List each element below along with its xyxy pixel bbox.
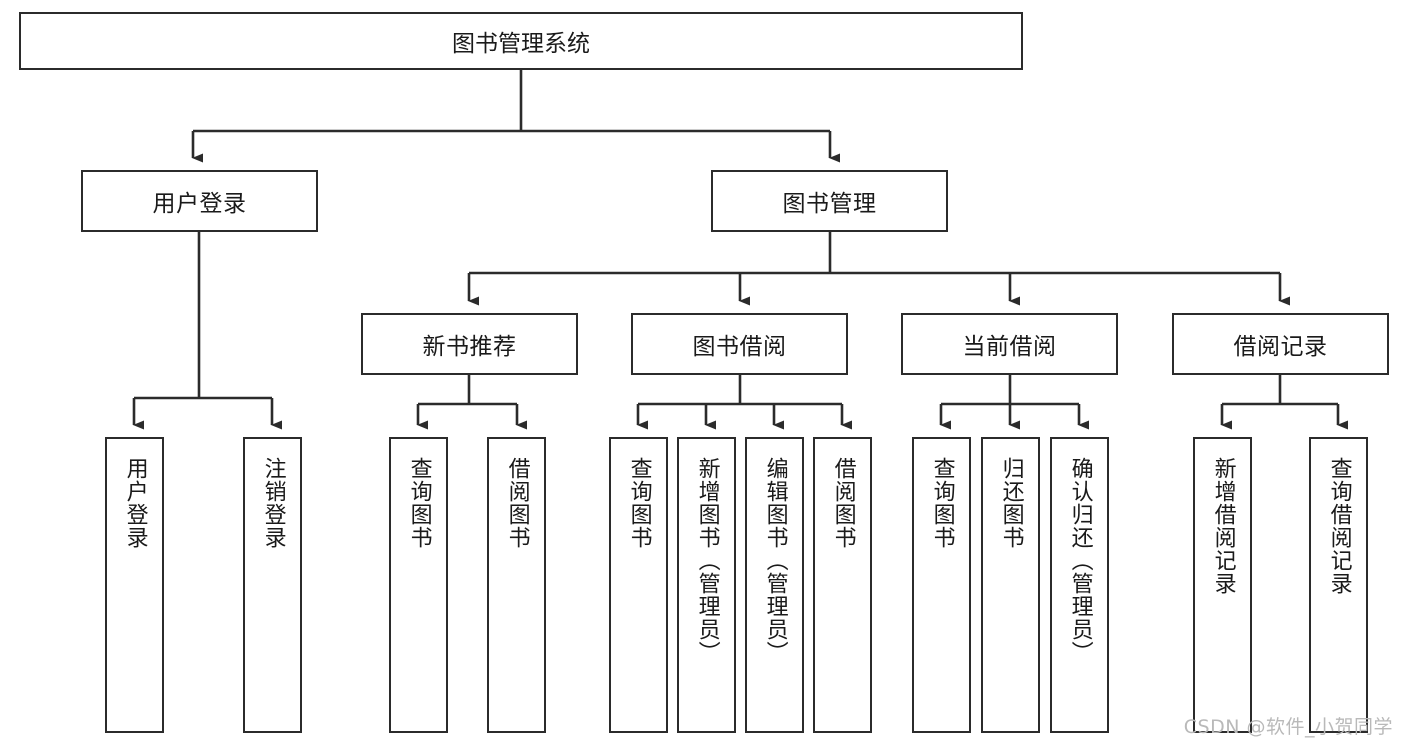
leaf-borrow-borrow-book[interactable]: 借阅图书 xyxy=(813,437,872,733)
node-user-login[interactable]: 用户登录 xyxy=(81,170,318,232)
node-borrow-records[interactable]: 借阅记录 xyxy=(1172,313,1389,375)
node-label: 归还图书 xyxy=(998,457,1024,549)
node-label: 借阅图书 xyxy=(830,457,856,549)
leaf-records-add-record[interactable]: 新增借阅记录 xyxy=(1193,437,1252,733)
node-label: 新书推荐 xyxy=(422,334,517,360)
node-label: 新增借阅记录 xyxy=(1210,457,1236,595)
node-label: 新增图书（管理员） xyxy=(694,457,720,664)
node-label: 确认归还（管理员） xyxy=(1067,457,1093,664)
node-label: 查询图书 xyxy=(406,457,432,549)
node-label: 查询借阅记录 xyxy=(1326,457,1352,595)
node-label: 图书管理系统 xyxy=(452,31,590,57)
leaf-borrow-edit-book-admin[interactable]: 编辑图书（管理员） xyxy=(745,437,804,733)
node-root-system[interactable]: 图书管理系统 xyxy=(19,12,1023,70)
watermark-text: CSDN @软件_小贺同学 xyxy=(1183,716,1393,738)
node-label: 查询图书 xyxy=(929,457,955,549)
node-label: 图书借阅 xyxy=(692,334,787,360)
node-label: 用户登录 xyxy=(152,191,247,217)
leaf-new-book-query[interactable]: 查询图书 xyxy=(389,437,448,733)
node-label: 借阅图书 xyxy=(504,457,530,549)
leaf-new-book-borrow[interactable]: 借阅图书 xyxy=(487,437,546,733)
node-label: 用户登录 xyxy=(122,457,148,549)
leaf-current-confirm-return-admin[interactable]: 确认归还（管理员） xyxy=(1050,437,1109,733)
node-book-borrow[interactable]: 图书借阅 xyxy=(631,313,848,375)
leaf-records-query-record[interactable]: 查询借阅记录 xyxy=(1309,437,1368,733)
leaf-user-login-logout[interactable]: 注销登录 xyxy=(243,437,302,733)
node-new-book-recommend[interactable]: 新书推荐 xyxy=(361,313,578,375)
leaf-current-return-book[interactable]: 归还图书 xyxy=(981,437,1040,733)
leaf-borrow-query-book[interactable]: 查询图书 xyxy=(609,437,668,733)
node-label: 查询图书 xyxy=(626,457,652,549)
node-label: 借阅记录 xyxy=(1233,334,1328,360)
node-book-management[interactable]: 图书管理 xyxy=(711,170,948,232)
node-label: 图书管理 xyxy=(782,191,877,217)
leaf-borrow-add-book-admin[interactable]: 新增图书（管理员） xyxy=(677,437,736,733)
leaf-current-query-book[interactable]: 查询图书 xyxy=(912,437,971,733)
node-label: 当前借阅 xyxy=(962,334,1057,360)
node-label: 注销登录 xyxy=(260,457,286,549)
node-label: 编辑图书（管理员） xyxy=(762,457,788,664)
leaf-user-login-login[interactable]: 用户登录 xyxy=(105,437,164,733)
node-current-borrow[interactable]: 当前借阅 xyxy=(901,313,1118,375)
